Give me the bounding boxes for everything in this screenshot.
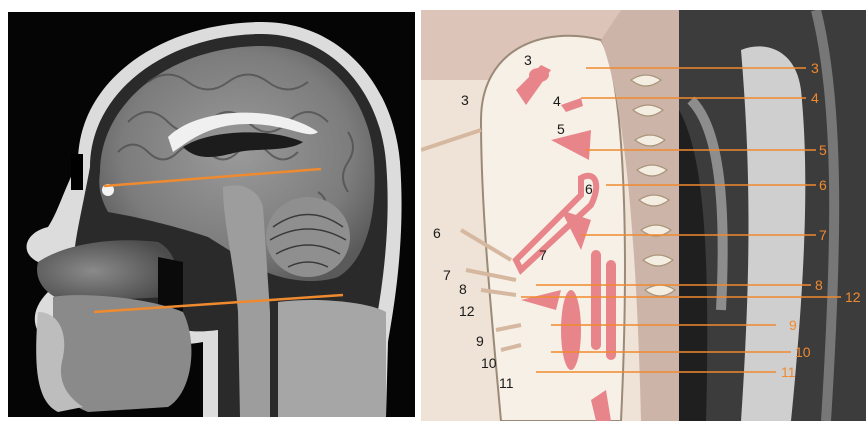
cranial-nerve-diagram: 3 3 4 5 6 6 7 7 8 12 9 10 11 3 4 5 6 7 8… xyxy=(421,10,866,421)
orbit-marker xyxy=(71,154,83,190)
cerebellum xyxy=(266,197,350,277)
label-black-4: 6 xyxy=(585,181,593,197)
label-black-3: 5 xyxy=(557,121,565,137)
label-black-11: 10 xyxy=(481,355,497,371)
label-black-8: 8 xyxy=(459,281,467,297)
label-black-7: 7 xyxy=(443,267,451,283)
label-orange-5: 8 xyxy=(815,277,823,293)
mri-illustration xyxy=(8,12,415,417)
label-black-2: 4 xyxy=(553,93,561,109)
label-black-12: 11 xyxy=(499,375,514,391)
label-orange-6: 12 xyxy=(845,289,861,305)
label-black-6: 7 xyxy=(539,247,547,263)
sagittal-mri-image xyxy=(8,12,415,417)
label-orange-2: 5 xyxy=(819,142,827,158)
label-black-1: 3 xyxy=(461,92,469,108)
label-orange-7: 9 xyxy=(789,317,797,333)
mri-slice-brainstem xyxy=(741,46,805,421)
label-black-0: 3 xyxy=(524,52,532,68)
label-black-5: 6 xyxy=(433,225,441,241)
label-orange-8: 10 xyxy=(795,344,811,360)
label-orange-0: 3 xyxy=(811,60,819,76)
label-black-10: 9 xyxy=(476,333,484,349)
label-orange-9: 11 xyxy=(781,364,796,380)
label-orange-1: 4 xyxy=(811,90,819,106)
label-orange-4: 7 xyxy=(819,227,827,243)
diagram-illustration: 3 3 4 5 6 6 7 7 8 12 9 10 11 3 4 5 6 7 8… xyxy=(421,10,866,421)
label-orange-3: 6 xyxy=(819,177,827,193)
label-black-9: 12 xyxy=(459,303,475,319)
tongue-jaw xyxy=(52,295,191,412)
neck-tissue xyxy=(278,300,386,417)
